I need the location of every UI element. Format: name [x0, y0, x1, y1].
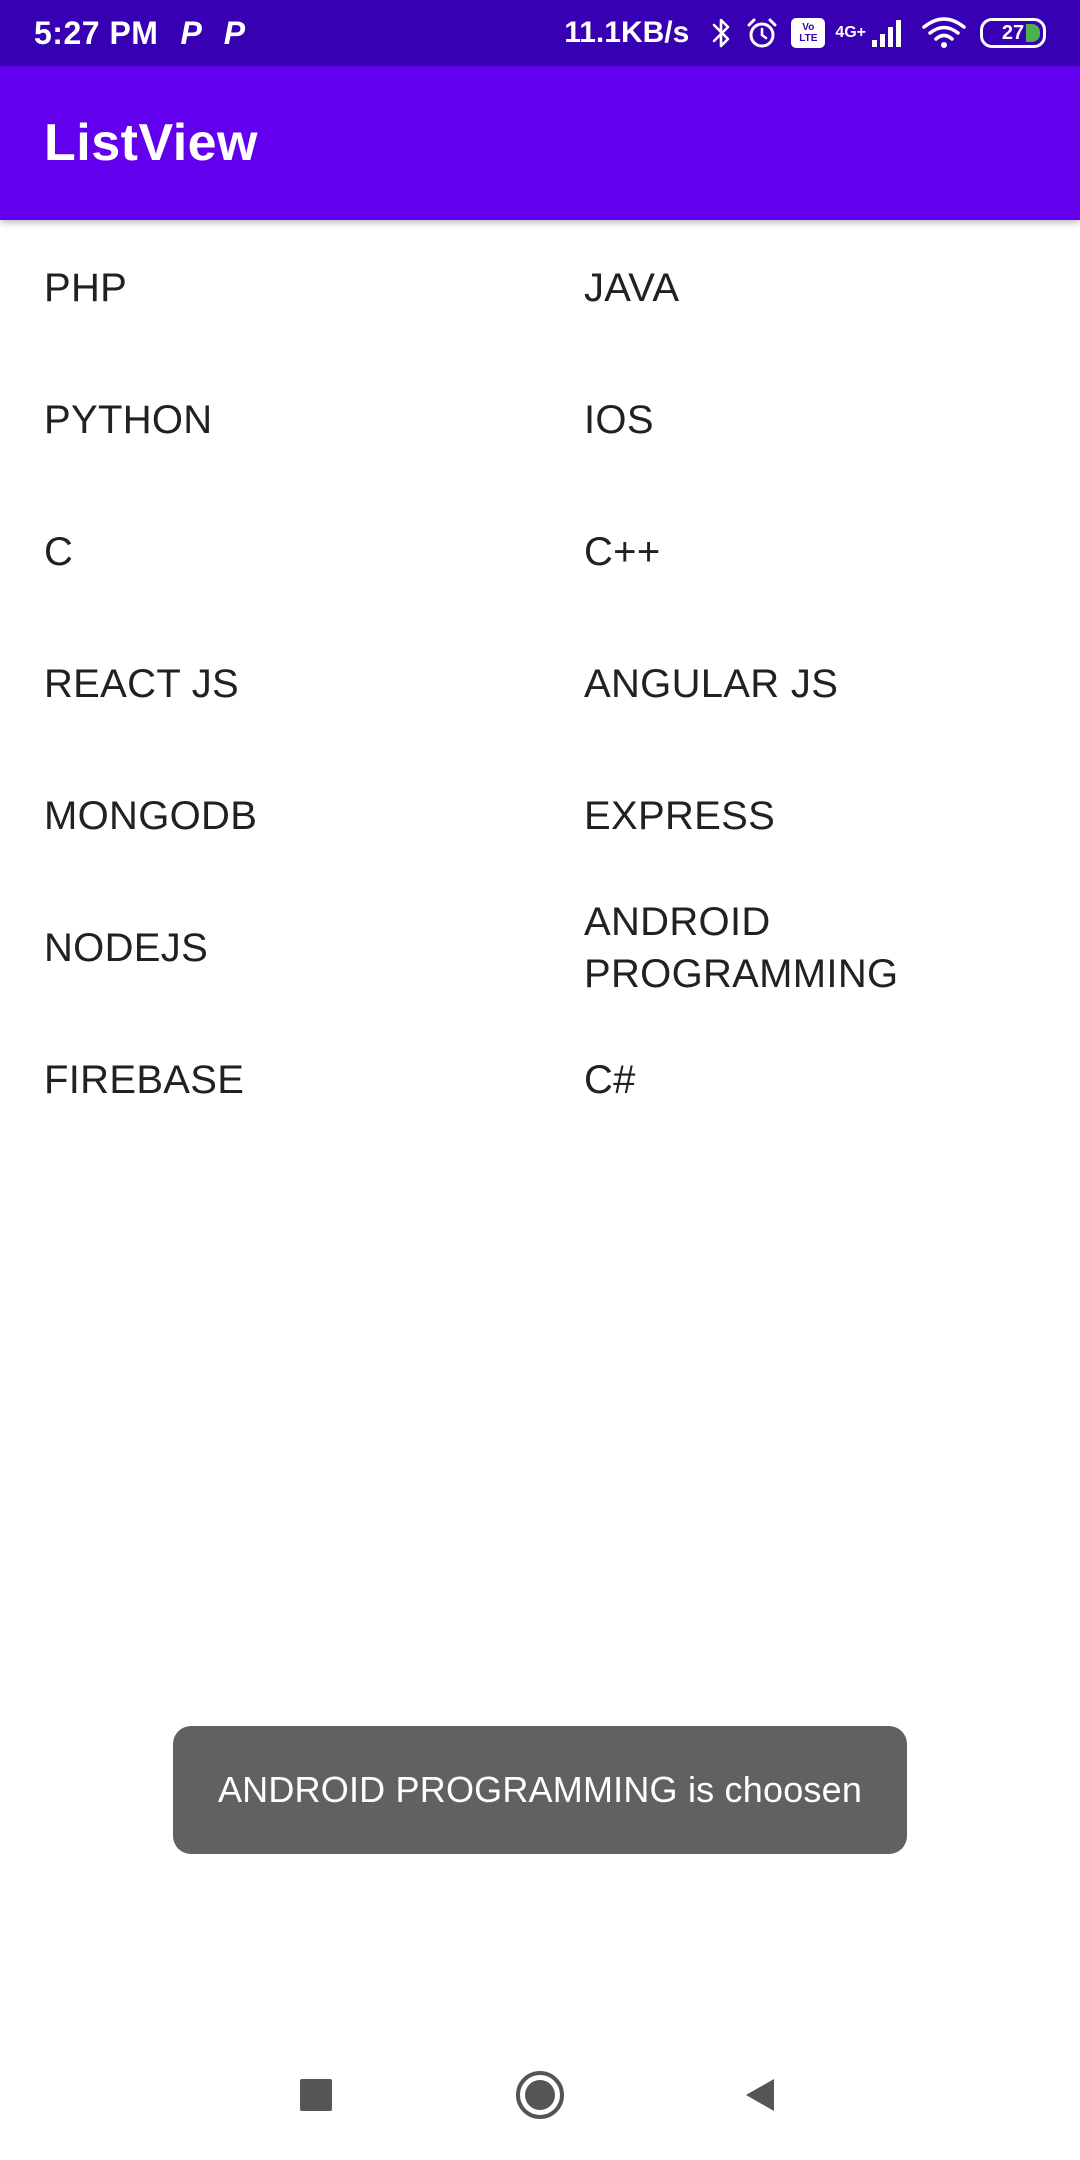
- grid-item-python[interactable]: PYTHON: [44, 398, 213, 442]
- grid-item-nodejs[interactable]: NODEJS: [44, 926, 209, 970]
- grid-item-c[interactable]: C: [44, 530, 74, 574]
- notification-p-icon: P: [180, 15, 202, 51]
- alarm-icon: [745, 16, 779, 50]
- battery-level: 27: [1001, 21, 1025, 44]
- bluetooth-icon: [711, 16, 733, 50]
- status-bar: 5:27 PM P P 11.1KB/s Vo LTE: [0, 0, 1080, 66]
- grid-item-csharp[interactable]: C#: [584, 1058, 636, 1102]
- battery-icon: 27: [980, 18, 1046, 48]
- toast-text: ANDROID PROGRAMMING is choosen: [217, 1769, 863, 1810]
- volte-icon: Vo LTE: [791, 18, 826, 48]
- status-left: 5:27 PM P P: [34, 15, 245, 52]
- grid-item-firebase[interactable]: FIREBASE: [44, 1058, 245, 1102]
- language-grid: PHP JAVA PYTHON IOS C C++ REACT JS ANGUL…: [0, 222, 1080, 1146]
- net-speed: 11.1KB/s: [564, 16, 690, 49]
- network-type-label: 4G+: [835, 24, 866, 41]
- toast-message: ANDROID PROGRAMMING is choosen: [173, 1726, 907, 1854]
- grid-item-react-js[interactable]: REACT JS: [44, 662, 240, 706]
- back-icon: [746, 2079, 774, 2111]
- grid-item-mongodb[interactable]: MONGODB: [44, 794, 258, 838]
- wifi-icon: [922, 17, 966, 49]
- recents-icon: [300, 2079, 332, 2111]
- recents-button[interactable]: [256, 2030, 376, 2160]
- home-button[interactable]: [480, 2030, 600, 2160]
- volte-top-label: Vo: [802, 22, 815, 33]
- notification-p-icon: P: [223, 15, 246, 51]
- status-right: 11.1KB/s Vo LTE 4G+: [564, 16, 1046, 50]
- grid-item-cpp[interactable]: C++: [584, 530, 661, 574]
- volte-bottom-label: LTE: [799, 33, 818, 44]
- grid-item-express[interactable]: EXPRESS: [584, 794, 776, 838]
- grid-item-android-programming[interactable]: ANDROID PROGRAMMING: [584, 900, 899, 996]
- home-icon: [516, 2071, 564, 2119]
- navigation-bar: [0, 2030, 1080, 2160]
- app-bar: ListView: [0, 66, 1080, 220]
- status-time: 5:27 PM: [34, 14, 159, 51]
- grid-item-ios[interactable]: IOS: [584, 398, 654, 442]
- back-button[interactable]: [700, 2030, 820, 2160]
- grid-item-angular-js[interactable]: ANGULAR JS: [584, 662, 839, 706]
- app-title: ListView: [44, 114, 259, 172]
- grid-item-php[interactable]: PHP: [44, 266, 128, 310]
- battery-fill: [1026, 24, 1040, 42]
- signal-icon: [870, 18, 904, 48]
- grid-item-java[interactable]: JAVA: [584, 266, 680, 310]
